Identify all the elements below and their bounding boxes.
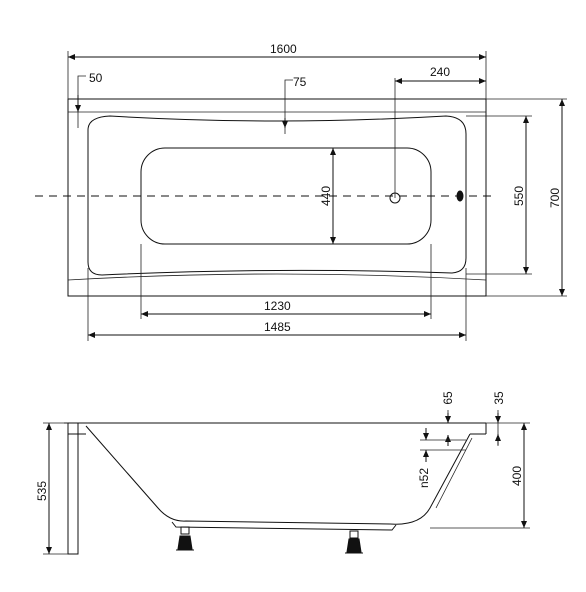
side-view: 535 65 35 n52 400 bbox=[35, 391, 530, 555]
tub-outer-rim bbox=[67, 98, 487, 297]
front-panel-leg bbox=[67, 422, 79, 555]
dim-inner-length: 1485 bbox=[264, 320, 291, 334]
dim-basin-width: 440 bbox=[319, 186, 333, 206]
tub-side-profile bbox=[85, 425, 471, 525]
dim-depth: 400 bbox=[510, 466, 524, 486]
dim-center-offset: 75 bbox=[293, 75, 307, 89]
dim-left-offset: 50 bbox=[89, 71, 103, 85]
dim-overall-width: 700 bbox=[548, 188, 562, 208]
tub-inner-contour bbox=[87, 115, 467, 276]
dim-rim-width: 65 bbox=[441, 391, 455, 405]
dim-overall-height: 535 bbox=[35, 481, 49, 501]
dim-rim-height: 35 bbox=[492, 391, 506, 405]
top-view: 1600 50 75 240 440 550 700 1230 bbox=[35, 42, 567, 341]
dim-drain-offset: 240 bbox=[430, 65, 450, 79]
dim-overall-length: 1600 bbox=[270, 42, 297, 56]
dim-basin-length: 1230 bbox=[264, 299, 291, 313]
tub-inner-profile bbox=[435, 437, 473, 509]
dim-inner-width: 550 bbox=[512, 186, 526, 206]
overflow-mark bbox=[456, 190, 464, 202]
dim-overflow-diameter: n52 bbox=[417, 468, 431, 488]
tub-foot-left bbox=[176, 526, 194, 551]
tub-base bbox=[171, 521, 397, 531]
tub-foot-right bbox=[345, 530, 363, 554]
rim-bottom-inner-line bbox=[67, 273, 487, 281]
